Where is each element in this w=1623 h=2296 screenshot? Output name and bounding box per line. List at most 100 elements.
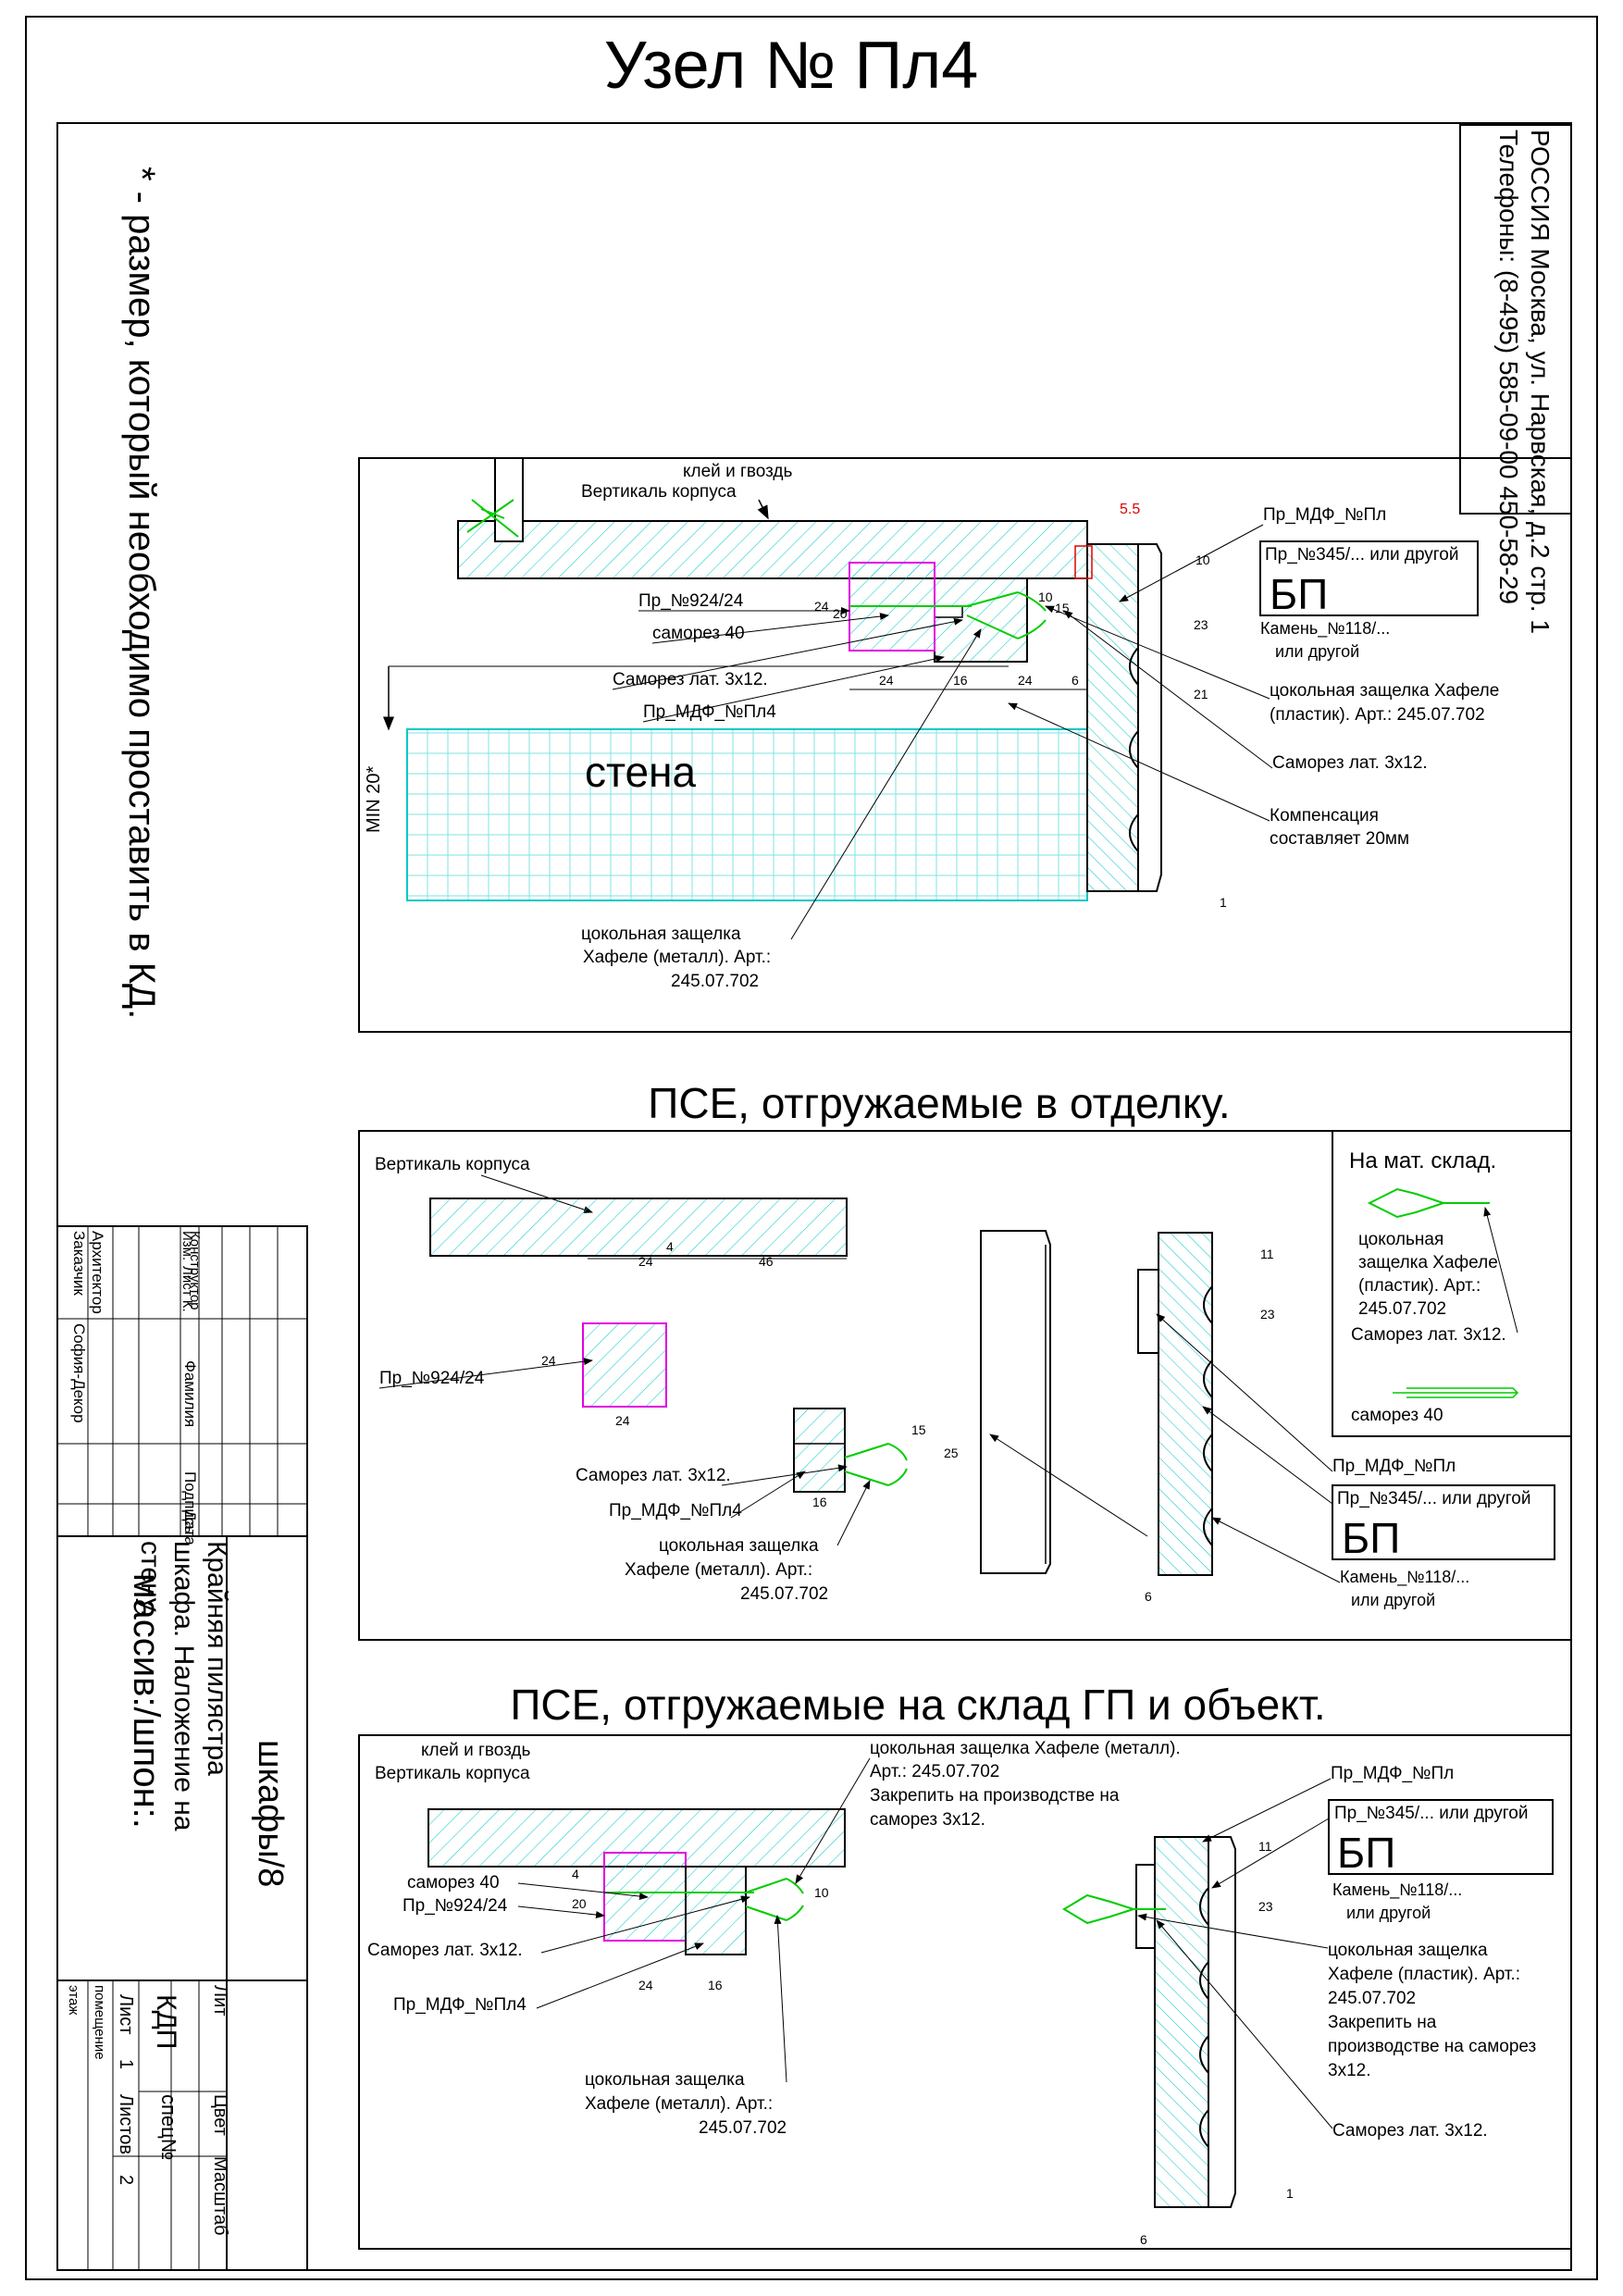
label-metal-2a: цокольная защелка [659,1536,819,1556]
dim: 11 [1258,1839,1272,1854]
dim: 15 [911,1422,926,1437]
wh-screw-lat: Саморез лат. 3х12. [1351,1325,1506,1345]
label-compensation-2: составляет 20мм [1270,829,1409,849]
dim-5-5: 5.5 [1120,502,1140,517]
dim: 11 [1260,1247,1274,1261]
stamp-color: Цвет [210,2094,230,2136]
stamp-surname: Фамилия [181,1360,199,1427]
warehouse-box [1332,1130,1572,1437]
dim: 24 [541,1353,556,1368]
label-metal-3b: Хафеле (металл). Арт.: [585,2094,773,2114]
scallops-2 [1203,1285,1213,1546]
dim: 16 [708,1978,723,1992]
stamp-product-3: стену. [135,1541,166,1617]
warehouse-screw40 [1393,1387,1519,1398]
title-block [56,1225,308,2271]
label-metal-1b: Хафеле (металл). Арт.: [583,948,771,967]
s3-plastic-5: производстве на саморез [1328,2037,1536,2056]
label-screw-lat-3: Саморез лат. 3х12. [367,1941,523,1960]
scallops-3 [1199,1887,1209,2148]
s3-plastic-2: Хафеле (пластик). Арт.: [1328,1965,1520,1984]
pr924-block-2 [582,1322,667,1408]
wall-block [406,728,1088,901]
label-stone-2b: или другой [1351,1591,1435,1609]
label-compensation-1: Компенсация [1270,806,1379,825]
wh-latch-1: цокольная [1358,1230,1443,1249]
label-mdf-pl-1: Пр_МДФ_№Пл [1263,505,1386,525]
wh-screw40: саморез 40 [1351,1406,1443,1425]
label-metal-1c: 245.07.702 [671,972,759,991]
stamp-architect: Архитектор [89,1231,106,1314]
dim: 1 [1220,895,1227,910]
section-3-title: ПСЕ, отгружаемые на склад ГП и объект. [510,1681,1325,1729]
section-3-frame [358,1734,1572,2250]
dim: 16 [953,673,968,688]
stamp-constructor: Конструктор [187,1231,203,1310]
address-line-1: РОССИЯ Москва, ул. Нарвская, д.2 стр. 1 [1526,130,1555,634]
label-plastic-1a: цокольная защелка Хафеле [1270,681,1499,701]
stamp-sheets-num: 2 [116,2175,136,2185]
mdf-pl4-block-1 [934,577,1028,663]
label-glue-nail-1: клей и гвоздь [683,462,793,481]
label-vertical-1: Вертикаль корпуса [581,482,737,502]
label-mdf-pl4-2: Пр_МДФ_№Пл4 [609,1501,742,1520]
plinth-board-2 [980,1230,1051,1574]
dim: 24 [638,1978,653,1992]
label-bp-3: БП [1337,1829,1395,1877]
s3-metal-1: цокольная защелка Хафеле (металл). [870,1739,1181,1758]
bp-box-2 [1332,1484,1555,1560]
label-screw40-3: саморез 40 [407,1873,500,1893]
s3-metal-3: Закрепить на производстве на [870,1786,1120,1806]
stamp-date: Дата [181,1510,199,1545]
stamp-scale: Масштаб [210,2156,230,2236]
label-stone-1b: или другой [1275,642,1359,661]
label-mdf-pl-2: Пр_МДФ_№Пл [1332,1457,1456,1476]
plastic-latch-3 [1062,1893,1166,1925]
dim: 1 [1286,2186,1294,2201]
label-metal-3c: 245.07.702 [699,2118,787,2138]
dim: 4 [666,1239,674,1254]
label-vertical-2: Вертикаль корпуса [375,1155,530,1174]
s3-metal-4: саморез 3х12. [870,1810,985,1830]
section-2-title: ПСЕ, отгружаемые в отделку. [648,1079,1230,1127]
dim: 20 [833,606,848,621]
dim: 24 [879,673,894,688]
s3-plastic-4: Закрепить на [1328,2013,1437,2032]
stamp-material: массив:/шпон:. [126,1573,167,1829]
dim: 23 [1260,1307,1275,1322]
min20-label: MIN 20* [364,766,384,833]
corpus-vertical-1 [457,520,1088,579]
stamp-list-k: Лист К. [180,1266,195,1312]
stamp-spec: спец№ [157,2094,180,2160]
address-box [1459,124,1572,515]
label-pr924-2: Пр_№924/24 [379,1369,485,1388]
stamp-customer: Заказчик [70,1231,88,1296]
svg-text:* - размер, который необходимо: * - размер, который необходимо проставит… [121,167,162,1019]
dim: 21 [1194,687,1208,701]
dim: 10 [814,1885,829,1900]
label-stone-3a: Камень_№118/... [1332,1880,1462,1900]
stamp-floor: этаж [66,1985,81,2015]
pilaster-panel-3 [1154,1836,1209,2208]
label-pr924-3: Пр_№924/24 [403,1896,508,1916]
stamp-sheets: Листов [116,2094,136,2154]
label-stone-2a: Камень_№118/... [1340,1568,1469,1587]
label-vertical-3: Вертикаль корпуса [375,1764,530,1783]
dim: 24 [814,599,829,614]
dim: 6 [1145,1589,1152,1604]
label-metal-2b: Хафеле (металл). Арт.: [625,1560,812,1580]
dim: 20 [572,1896,587,1911]
label-screw-lat-3b: Саморез лат. 3х12. [1332,2121,1488,2141]
stamp-customer-value: София-Декор [70,1323,88,1423]
pilaster-panel-2 [1158,1232,1213,1576]
bp-box-1 [1259,540,1479,616]
label-pr345-2: Пр_№345/... или другой [1337,1489,1531,1508]
outer-frame [25,16,1598,2280]
stamp-sheet-num: 1 [116,2059,136,2069]
label-glue-nail-3: клей и гвоздь [421,1741,531,1760]
label-screw-lat-1b: Саморез лат. 3х12. [1272,753,1428,773]
label-mdf-pl4-3: Пр_МДФ_№Пл4 [393,1995,527,2015]
label-mdf-pl4-1: Пр_МДФ_№Пл4 [643,702,776,722]
stamp-sheet: Лист [116,1994,136,2034]
dim: 24 [1018,673,1033,688]
